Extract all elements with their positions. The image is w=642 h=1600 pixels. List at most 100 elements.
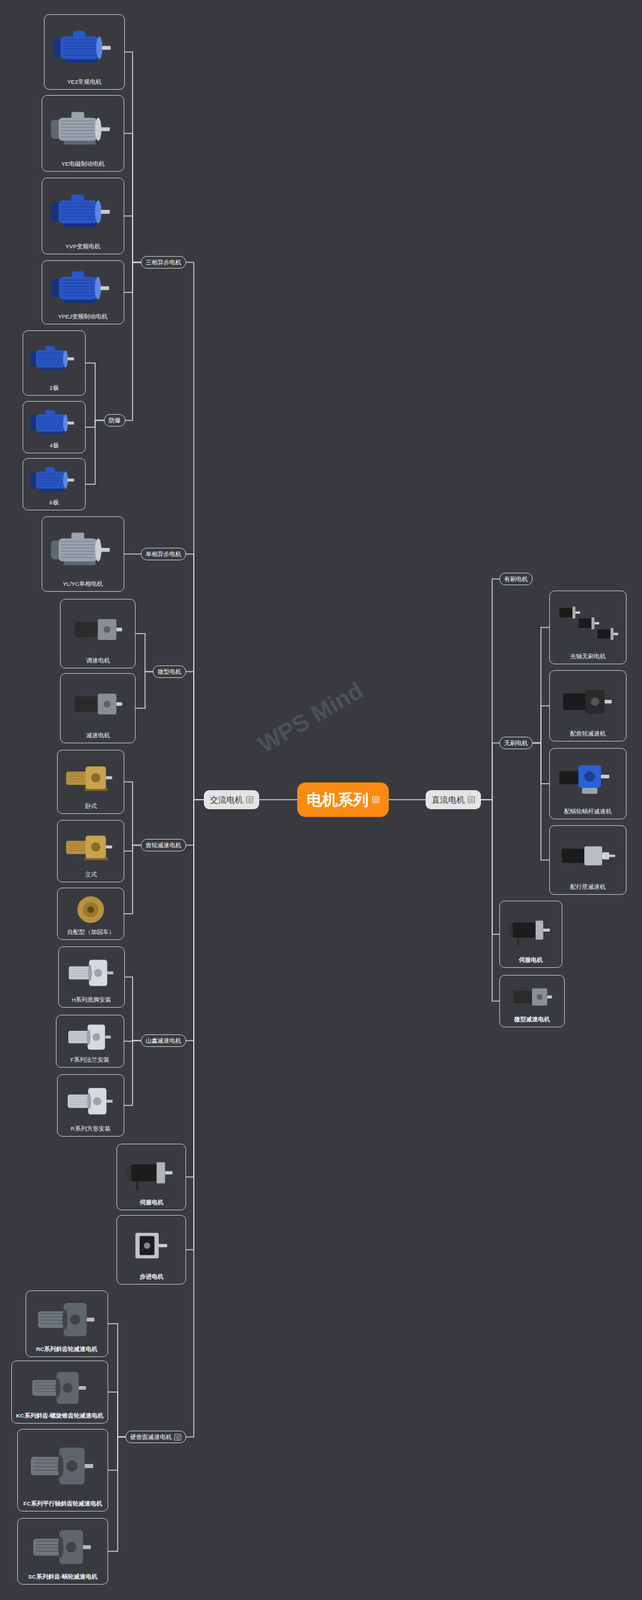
motor-part <box>107 971 113 975</box>
motor-part <box>65 772 87 786</box>
topic-text: 微型电机 <box>157 668 182 676</box>
product-picture <box>20 1432 106 1501</box>
motor-illustration <box>30 345 75 371</box>
product-card: 4极 <box>22 401 86 454</box>
note-icon <box>246 796 254 804</box>
topic-text: 单相异步电机 <box>145 550 182 559</box>
motor-part <box>83 902 99 918</box>
motor-part <box>101 209 110 214</box>
branch-connector <box>532 706 550 744</box>
motor-fin <box>35 1551 58 1553</box>
branch-connector <box>388 799 426 801</box>
product-picture <box>25 404 83 443</box>
product-picture <box>28 1294 106 1347</box>
motor-part <box>136 1181 139 1191</box>
motor-fin <box>40 1314 63 1315</box>
motor-part <box>30 1457 61 1477</box>
motor-fin <box>68 842 85 844</box>
motor-fin <box>69 1102 87 1103</box>
branch-connector <box>186 800 204 846</box>
product-caption: 自配型（加回车） <box>67 929 115 937</box>
motor-part <box>93 969 103 978</box>
motor-fin <box>38 362 64 363</box>
motor-fin <box>70 973 88 975</box>
product-caption: YE2常规电机 <box>67 78 102 86</box>
motor-part <box>581 788 598 795</box>
motor-part <box>84 1464 93 1469</box>
branch-connector <box>135 672 153 710</box>
motor-part <box>106 1100 113 1104</box>
motor-fin <box>70 971 88 972</box>
product-card: 伺服电机 <box>499 901 563 969</box>
branch-connector <box>186 554 204 801</box>
motor-fin <box>38 354 64 356</box>
motor-part <box>594 622 600 625</box>
motor-part <box>96 36 103 60</box>
note-icon-line <box>247 801 252 803</box>
motor-part <box>67 422 74 426</box>
branch-label-pill: 硬齿面减速电机 <box>125 1431 187 1444</box>
note-icon-line <box>175 1437 180 1439</box>
branch-connector <box>85 363 105 421</box>
note-icon <box>467 796 475 804</box>
branch-connector <box>480 800 500 1002</box>
motor-part <box>600 775 610 779</box>
branch-connector <box>108 1437 126 1553</box>
motor-part <box>38 1311 65 1329</box>
branch-connector <box>186 262 204 801</box>
product-caption: 伺服电机 <box>139 1199 164 1207</box>
topic-text: 防爆 <box>108 416 121 425</box>
motor-part <box>513 991 534 1005</box>
branch-connector <box>85 420 105 486</box>
main-branch-box: 交流电机 <box>203 790 260 810</box>
branch-connector <box>480 743 500 801</box>
motor-fin <box>61 285 95 287</box>
product-card: 自配型（加回车） <box>57 888 125 941</box>
branch-connector <box>124 554 141 556</box>
motor-part <box>68 966 91 980</box>
motor-part <box>63 471 68 490</box>
motor-part <box>513 923 537 939</box>
motor-fin <box>61 289 95 291</box>
topic-text: 山鑫减速电机 <box>145 1037 182 1046</box>
product-picture <box>60 1077 122 1126</box>
motor-fin <box>63 39 96 40</box>
motor-part <box>65 841 87 855</box>
product-card: 2极 <box>22 330 86 396</box>
motor-fin <box>63 42 96 44</box>
motor-illustration <box>67 1088 113 1116</box>
branch-label-pill: 齿轮减速电机 <box>140 839 187 852</box>
product-picture <box>552 751 624 809</box>
motor-part <box>70 1314 81 1326</box>
motor-fin <box>70 1033 87 1034</box>
motor-part <box>32 1380 58 1397</box>
motor-fin <box>61 206 95 207</box>
motor-part <box>156 1162 165 1185</box>
motor-fin <box>34 1389 56 1390</box>
motor-part <box>547 996 553 1000</box>
product-caption: 卧式 <box>85 803 97 811</box>
motor-fin <box>40 1317 63 1318</box>
motor-fin <box>61 127 95 128</box>
motor-part <box>63 1383 73 1394</box>
product-caption: H系列底脚安装 <box>71 996 112 1005</box>
motor-fin <box>38 478 64 480</box>
motor-illustration <box>30 467 75 492</box>
product-caption: YE电磁制动电机 <box>61 160 105 168</box>
motor-part <box>85 836 106 859</box>
motor-fin <box>61 554 95 555</box>
motor-part <box>602 853 610 861</box>
motor-fin <box>33 1467 59 1468</box>
motor-part <box>62 1310 68 1331</box>
product-caption: 伺服电机 <box>518 957 543 965</box>
product-caption: 配蜗轮蜗杆减速机 <box>564 808 612 816</box>
motor-part <box>86 1030 91 1046</box>
product-caption: 2极 <box>49 384 59 392</box>
motor-part <box>578 618 592 629</box>
product-card: 配行星减速机 <box>549 825 627 896</box>
motor-part <box>95 200 102 224</box>
motor-illustration <box>53 30 112 64</box>
motor-fin <box>34 1392 56 1393</box>
motor-part <box>143 1242 151 1250</box>
branch-connector <box>124 1041 141 1107</box>
